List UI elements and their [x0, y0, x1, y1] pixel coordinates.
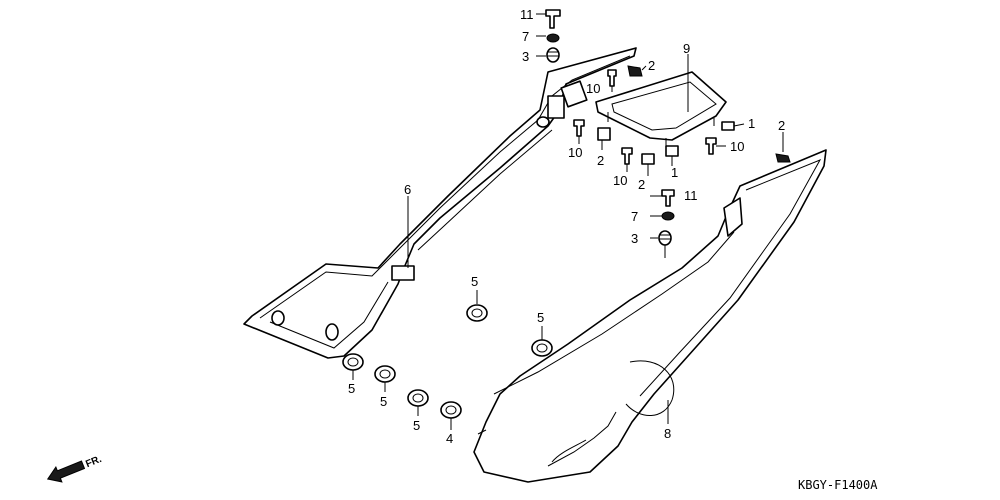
callout-3-top: 3: [522, 49, 529, 64]
callout-5-c: 5: [348, 381, 355, 396]
callout-5-e: 5: [413, 418, 420, 433]
callout-5-b: 5: [537, 310, 544, 325]
callout-11-right: 11: [684, 188, 698, 203]
callout-9: 9: [683, 41, 690, 56]
callout-10-c: 10: [730, 139, 744, 154]
callout-2-c: 2: [597, 153, 604, 168]
drawing-code: KBGY-F1400A: [798, 478, 878, 492]
callout-4: 4: [446, 431, 453, 446]
front-arrow-icon: [46, 460, 86, 483]
callout-3-right: 3: [631, 231, 638, 246]
callout-8: 8: [664, 426, 671, 441]
seat-bracket-part: [595, 71, 727, 146]
callout-labels: 11 7 3 9 2 10 1 2 10 2 10 1 10 2 11 7 3 …: [348, 7, 785, 446]
callout-10-b: 10: [568, 145, 582, 160]
callout-7-top: 7: [522, 29, 529, 44]
front-direction-indicator: FR.: [46, 454, 104, 483]
callout-1-b: 1: [671, 165, 678, 180]
side-cover-part: [473, 149, 827, 483]
direction-label: FR.: [84, 454, 103, 470]
callout-6: 6: [404, 182, 411, 197]
callout-5-d: 5: [380, 394, 387, 409]
callout-2-a: 2: [648, 58, 655, 73]
callout-2-b: 2: [778, 118, 785, 133]
callout-11-top: 11: [520, 7, 534, 22]
left-frame-cover-part: [243, 47, 637, 359]
callout-7-right: 7: [631, 209, 638, 224]
callout-10-d: 10: [613, 173, 627, 188]
callout-10-a: 10: [586, 81, 600, 96]
callout-5-a: 5: [471, 274, 478, 289]
leader-lines: [352, 13, 784, 430]
callout-1-a: 1: [748, 116, 755, 131]
callout-2-d: 2: [638, 177, 645, 192]
